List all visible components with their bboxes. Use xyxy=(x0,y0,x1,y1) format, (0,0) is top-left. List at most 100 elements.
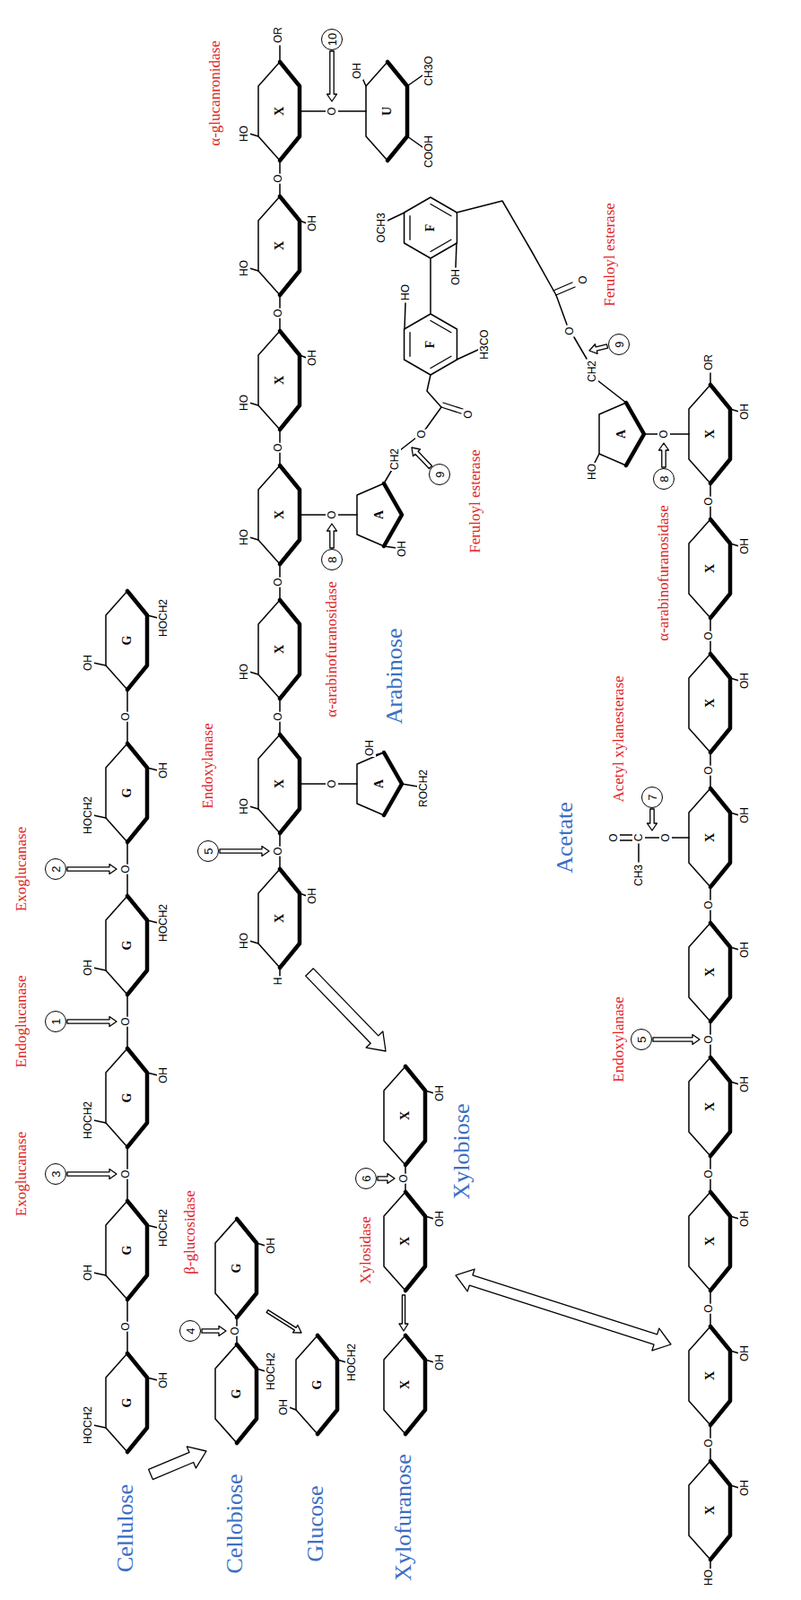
double-bond xyxy=(430,239,452,252)
bond-line xyxy=(644,836,661,839)
ring-letter: G xyxy=(310,1379,325,1392)
bond-line xyxy=(249,806,259,810)
ring-letter: X xyxy=(703,697,718,709)
atom-label: COOH xyxy=(422,134,436,169)
ring-letter: F xyxy=(423,223,438,234)
bond-line xyxy=(249,671,259,675)
ring-letter: X xyxy=(272,105,288,117)
bond-line xyxy=(383,546,397,549)
atom-label: O xyxy=(563,325,576,336)
pyranose-ring xyxy=(105,1201,148,1300)
ring-letter: X xyxy=(703,563,718,575)
double-bond xyxy=(409,216,410,241)
atom-label: CH2 xyxy=(585,359,599,384)
ring-letter: A xyxy=(372,509,387,521)
hollow-arrow xyxy=(399,1295,409,1332)
compound-label: Cellobiose xyxy=(221,1472,249,1575)
callout-text: 10 xyxy=(326,33,339,46)
compound-label: Acetate xyxy=(551,801,579,874)
pyranose-ring xyxy=(688,1461,731,1560)
atom-label: OH xyxy=(156,761,170,780)
pyranose-ring xyxy=(688,519,731,619)
pyranose-ring xyxy=(688,653,731,753)
atom-label: OH xyxy=(449,268,462,287)
enzyme-label: Endoxylanase xyxy=(609,995,628,1083)
atom-label: OH xyxy=(277,1398,290,1417)
enzyme-label: Feruloyl esterase xyxy=(466,448,485,555)
atom-label: HO xyxy=(399,283,412,302)
atom-label: HO xyxy=(237,931,251,950)
bond-line xyxy=(93,1120,106,1124)
atom-label: O xyxy=(119,1168,132,1179)
atom-label: OH xyxy=(363,739,376,758)
atom-label: OH xyxy=(81,958,95,977)
ring-letter: X xyxy=(703,1505,718,1516)
hollow-arrow xyxy=(377,1174,395,1185)
atom-label: OH xyxy=(305,887,319,906)
pyranose-ring xyxy=(258,465,300,565)
pyranose-ring xyxy=(365,61,408,161)
hollow-arrow xyxy=(647,809,658,831)
ring-letter: G xyxy=(120,1397,135,1410)
atom-label: O xyxy=(576,274,590,285)
ring-letter: U xyxy=(380,105,395,117)
callout-number: 8 xyxy=(652,468,675,490)
atom-label: O xyxy=(415,428,428,439)
pyranose-ring xyxy=(258,734,300,834)
pyranose-ring xyxy=(105,1048,148,1148)
pyranose-ring xyxy=(688,922,731,1022)
bond-line xyxy=(249,537,259,540)
atom-label: O xyxy=(119,1321,132,1332)
callout-text: 7 xyxy=(646,793,659,801)
pyranose-ring xyxy=(383,1335,426,1435)
atom-label: O xyxy=(702,630,715,641)
callout-number: 6 xyxy=(355,1167,377,1190)
callout-text: 9 xyxy=(613,340,626,348)
atom-label: OH xyxy=(81,653,95,672)
bond-line xyxy=(709,373,712,385)
atom-label: CH3 xyxy=(632,863,645,888)
atom-label: HOCH2 xyxy=(345,1342,358,1383)
enzyme-label: α-arabinofuranosidase xyxy=(322,580,341,718)
ring-letter: X xyxy=(703,1236,718,1247)
pyranose-ring xyxy=(105,1353,148,1453)
atom-label: OH xyxy=(305,348,319,367)
atom-label: O xyxy=(119,711,132,722)
atom-label: O xyxy=(325,778,339,789)
hollow-arrow xyxy=(411,447,433,470)
atom-label: OH xyxy=(738,806,751,825)
atom-label: HO xyxy=(237,528,251,547)
bond-line xyxy=(407,136,423,148)
atom-label: O xyxy=(607,832,620,843)
bond-line xyxy=(556,295,567,325)
bond-line xyxy=(637,844,640,862)
bond-line xyxy=(278,45,281,62)
hollow-arrow xyxy=(652,1035,700,1045)
atom-label: O xyxy=(271,711,285,722)
pyranose-ring xyxy=(105,743,148,843)
ring-letter: G xyxy=(229,1388,244,1401)
bond-line xyxy=(93,1425,106,1428)
atom-label: OH xyxy=(738,671,751,690)
atom-label: OR xyxy=(702,353,715,372)
bond-line xyxy=(670,836,689,839)
atom-label: HO xyxy=(237,124,251,143)
enzyme-label: Exoglucanase xyxy=(12,826,31,913)
ring-letter: A xyxy=(372,778,387,790)
atom-label: OH xyxy=(738,537,751,556)
ring-letter: X xyxy=(703,966,718,978)
atom-label: ROCH2 xyxy=(417,768,430,809)
enzyme-label: β-glucosidase xyxy=(181,1189,200,1276)
enzyme-label: α-glucanronidase xyxy=(206,39,225,147)
ring-letter: G xyxy=(120,1245,135,1257)
pyranose-ring xyxy=(688,788,731,888)
atom-label: OH xyxy=(738,1075,751,1094)
bond-line xyxy=(429,258,432,314)
hollow-arrow xyxy=(659,443,670,468)
double-bond xyxy=(430,356,452,368)
atom-label: O xyxy=(461,409,475,419)
atom-label: OH xyxy=(433,1210,446,1228)
atom-label: O xyxy=(702,1168,715,1179)
double-bond xyxy=(619,839,633,841)
atom-label: OH xyxy=(738,402,751,421)
